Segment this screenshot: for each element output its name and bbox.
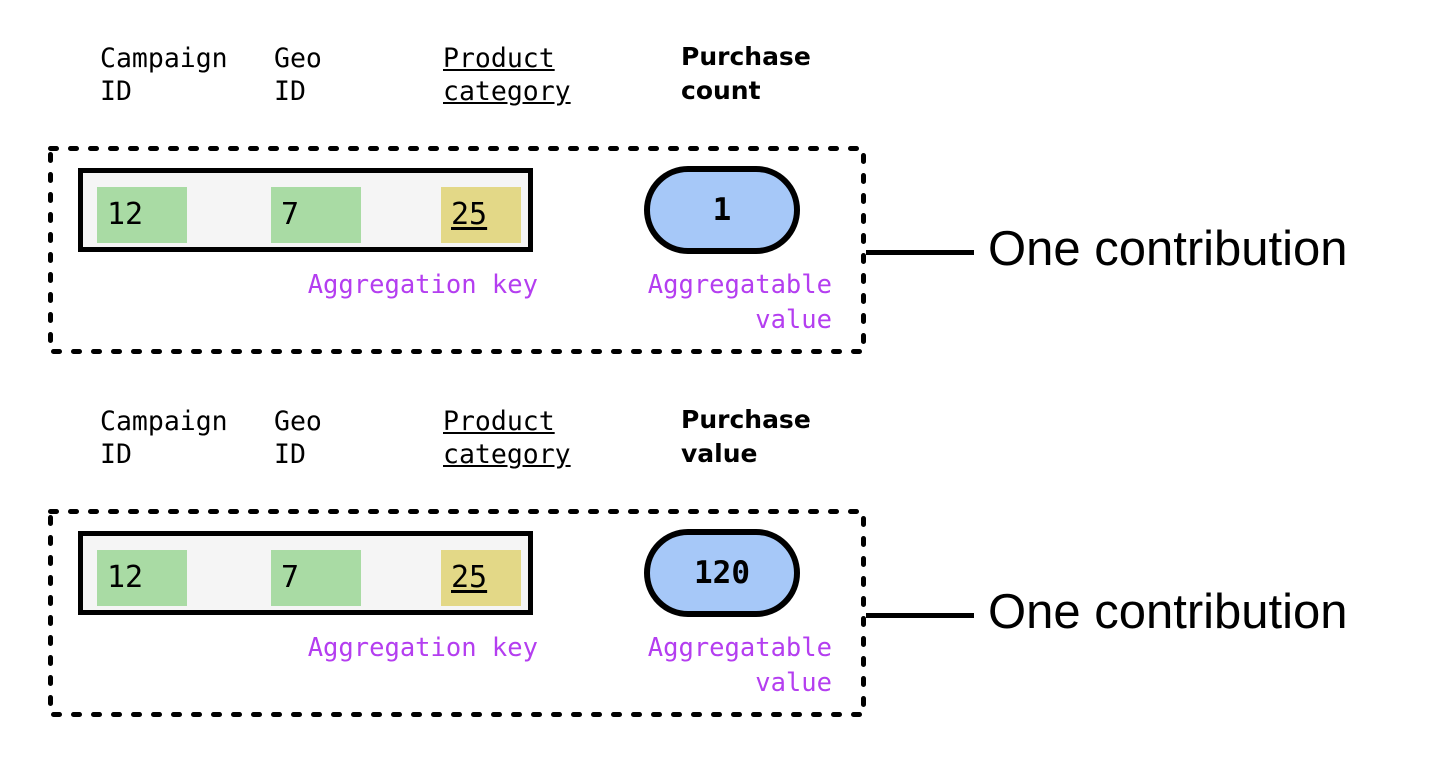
header-product-category-line2: category [443,76,571,107]
header-geo-id: Geo ID [274,406,322,470]
caption-one-contribution: One contribution [988,222,1348,276]
caption-connector-line [866,250,974,255]
header-product-category-line1: Product [443,406,555,437]
header-product-category-line1: Product [443,43,555,74]
header-purchase-count: Purchase count [681,42,811,105]
aggregation-key-box: 12 7 25 [78,531,533,615]
key-cell-product-category: 25 [441,187,521,243]
annotation-aggregatable-value: Aggregatable value [647,633,832,698]
contribution-boundary: 12 7 25 120 Aggregation key Aggregatable… [48,509,866,717]
header-campaign-id: Campaign ID [100,406,228,470]
annotation-aggregation-key: Aggregation key [307,270,538,300]
annotation-aggregatable-value: Aggregatable value [647,270,832,335]
aggregatable-value-pill: 1 [644,166,800,254]
caption-connector-line [866,613,974,618]
header-geo-id: Geo ID [274,43,322,107]
key-cell-product-category: 25 [441,550,521,606]
dashed-border-outline [48,509,866,717]
key-cell-geo-id: 7 [271,550,361,606]
key-cell-campaign-id: 12 [97,187,187,243]
caption-one-contribution: One contribution [988,585,1348,639]
dashed-border-outline [48,146,866,354]
annotation-aggregation-key: Aggregation key [307,633,538,663]
key-cell-campaign-id: 12 [97,550,187,606]
header-product-category-line2: category [443,439,571,470]
aggregation-key-box: 12 7 25 [78,168,533,252]
contribution-boundary: 12 7 25 1 Aggregation key Aggregatable v… [48,146,866,354]
header-purchase-value: Purchase value [681,405,811,468]
aggregatable-value-pill: 120 [644,529,800,617]
header-campaign-id: Campaign ID [100,43,228,107]
key-cell-geo-id: 7 [271,187,361,243]
